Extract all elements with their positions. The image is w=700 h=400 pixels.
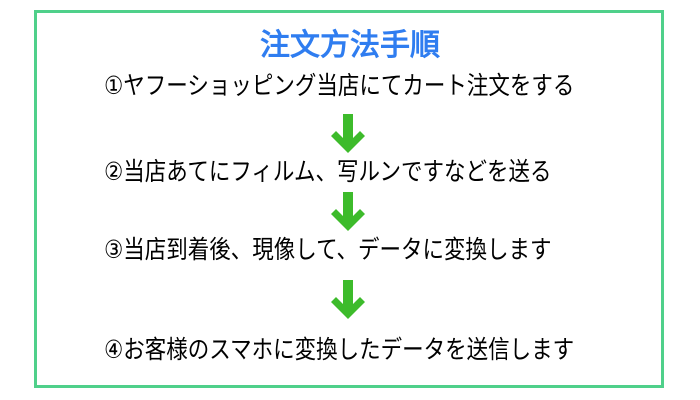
step-1: ①ヤフーショッピング当店にてカート注文をする [104,71,575,100]
arrow-down-icon [331,280,365,319]
arrow-down-icon [331,192,365,231]
step-4: ④お客様のスマホに変換したデータを送信します [104,335,575,364]
step-3: ③当店到着後、現像して、データに変換します [104,235,552,264]
arrow-down-icon [331,114,365,153]
frame [34,10,664,388]
page-title: 注文方法手順 [260,28,440,63]
step-2: ②当店あてにフィルム、写ルンですなどを送る [104,157,552,186]
